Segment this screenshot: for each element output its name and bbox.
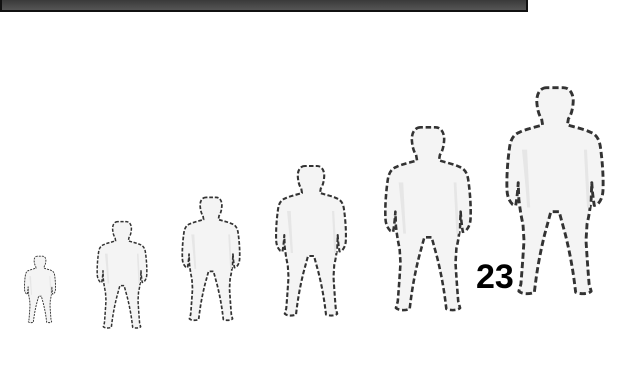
page-number: 23 bbox=[476, 257, 514, 297]
figure-4 bbox=[276, 166, 346, 316]
figure-3 bbox=[182, 197, 239, 320]
figure-6 bbox=[507, 88, 603, 294]
figure-2 bbox=[97, 222, 147, 328]
figure-1 bbox=[24, 256, 55, 322]
figure-5 bbox=[385, 127, 470, 310]
